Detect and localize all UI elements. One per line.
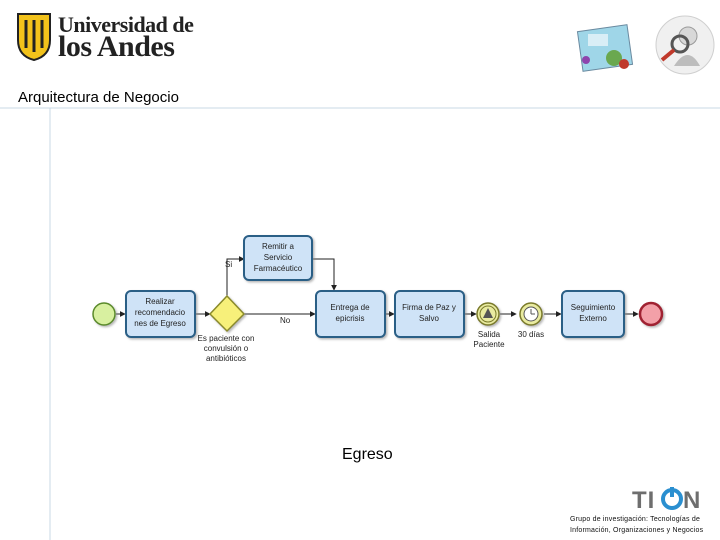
task-text: Realizar <box>145 297 175 306</box>
task-text: Externo <box>579 314 607 323</box>
footer-group-line-1: Grupo de investigación: Tecnologías de <box>570 516 700 523</box>
task-text: Farmacéutico <box>254 264 303 273</box>
exclusive-gateway[interactable] <box>210 296 244 331</box>
footer-group-line-2: Información, Organizaciones y Negocios <box>570 527 703 534</box>
task-remitir-servicio[interactable]: Remitir a Servicio Farmacéutico <box>244 236 312 280</box>
svg-text:N: N <box>683 487 700 513</box>
task-text: Servicio <box>264 253 293 262</box>
event-label: Salida <box>478 330 501 339</box>
task-entrega-epicrisis[interactable]: Entrega de epicrisis <box>316 291 385 337</box>
intermediate-signal-event[interactable] <box>477 303 499 325</box>
event-label: Paciente <box>473 340 505 349</box>
task-text: Salvo <box>419 314 440 323</box>
task-text: Seguimiento <box>571 303 616 312</box>
gateway-label: Es paciente con <box>198 334 255 343</box>
task-realizar-recomendaciones[interactable]: Realizar recomendacio nes de Egreso <box>126 291 195 337</box>
tion-logo: TI N <box>632 485 702 513</box>
task-text: epicrisis <box>336 314 365 323</box>
task-text: nes de Egreso <box>134 319 186 328</box>
gateway-label: antibióticos <box>206 354 246 363</box>
timer-event[interactable] <box>520 303 542 325</box>
task-text: Firma de Paz y <box>402 303 456 312</box>
timer-label: 30 días <box>518 330 544 339</box>
flow-label-no: No <box>280 316 291 325</box>
end-event[interactable] <box>640 303 662 325</box>
diagram-caption: Egreso <box>342 446 393 464</box>
task-text: Entrega de <box>330 303 370 312</box>
task-seguimiento-externo[interactable]: Seguimiento Externo <box>562 291 624 337</box>
svg-text:TI: TI <box>632 487 655 513</box>
task-text: Remitir a <box>262 242 295 251</box>
start-event[interactable] <box>93 303 115 325</box>
task-text: recomendacio <box>135 308 186 317</box>
flow-label-si: Si <box>225 260 232 269</box>
task-firma-paz-salvo[interactable]: Firma de Paz y Salvo <box>395 291 464 337</box>
gateway-label: convulsión o <box>204 344 249 353</box>
